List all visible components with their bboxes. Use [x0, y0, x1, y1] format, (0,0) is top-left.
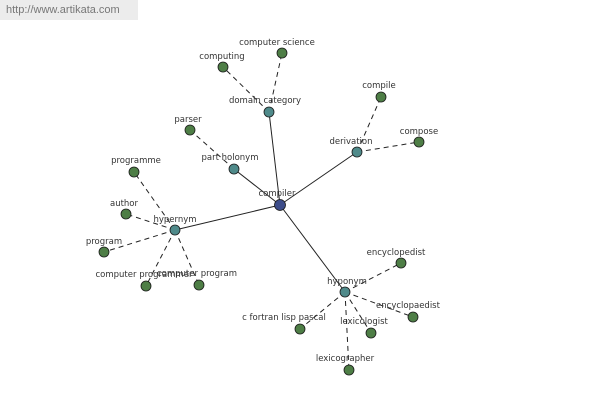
graph-nodes — [98, 47, 425, 376]
relation-node-domain-category[interactable] — [263, 106, 275, 118]
edge-hyponym-encyclopedist — [344, 262, 402, 293]
edge-root-part-holonym — [233, 168, 281, 206]
leaf-node-encyclopaedist[interactable] — [407, 311, 419, 323]
node-label-encyclopaedist[interactable]: encyclopaedist — [376, 301, 441, 311]
site-url-banner[interactable]: http://www.artikata.com — [0, 0, 138, 20]
relation-node-derivation[interactable] — [351, 146, 363, 158]
node-label-author[interactable]: author — [110, 199, 139, 209]
relation-node-hyponym[interactable] — [339, 286, 351, 298]
leaf-node-computer-program[interactable] — [193, 279, 205, 291]
leaf-node-programme[interactable] — [128, 166, 140, 178]
node-label-compose[interactable]: compose — [400, 127, 438, 137]
edge-domain-category-computer-science — [268, 52, 283, 113]
leaf-node-computer-science[interactable] — [276, 47, 288, 59]
relation-node-hypernym[interactable] — [169, 224, 181, 236]
graph-labels: compiler domain category computing computer… — [86, 38, 441, 364]
leaf-node-c-fortran-lisp-pascal[interactable] — [294, 323, 306, 335]
leaf-node-parser[interactable] — [184, 124, 196, 136]
leaf-node-author[interactable] — [120, 208, 132, 220]
edge-part-holonym-parser — [189, 129, 235, 170]
node-label-compile[interactable]: compile — [362, 81, 396, 91]
node-label-domain-category[interactable]: domain category — [229, 96, 301, 106]
edge-hyponym-encyclopaedist — [344, 291, 414, 318]
node-label-computer-programmer[interactable]: computer programmer — [96, 270, 193, 280]
edge-root-domain-category — [268, 111, 281, 206]
node-label-derivation[interactable]: derivation — [329, 137, 372, 147]
node-label-hyponym[interactable]: hyponym — [327, 277, 367, 287]
node-label-compiler[interactable]: compiler — [259, 189, 297, 199]
node-label-parser[interactable]: parser — [174, 115, 202, 125]
edge-hypernym-computer-programmer — [145, 229, 176, 287]
edge-root-hyponym — [279, 204, 346, 293]
edge-hyponym-lexicographer — [344, 291, 350, 371]
edge-domain-category-computing — [222, 66, 270, 113]
edge-hypernym-program — [103, 229, 176, 253]
leaf-node-compile[interactable] — [375, 91, 387, 103]
node-label-program[interactable]: program — [86, 237, 122, 247]
leaf-node-compose[interactable] — [413, 136, 425, 148]
node-label-encyclopedist[interactable]: encyclopedist — [367, 248, 426, 258]
leaf-node-lexicologist[interactable] — [365, 327, 377, 339]
graph-edges — [103, 52, 420, 371]
node-label-lexicographer[interactable]: lexicographer — [316, 354, 375, 364]
node-label-c-fortran-lisp-pascal[interactable]: c fortran lisp pascal — [242, 313, 326, 323]
edge-hyponym-c-fortran-lisp-pascal — [299, 291, 346, 330]
node-label-computer-program[interactable]: computer program — [157, 269, 237, 279]
relation-node-part-holonym[interactable] — [228, 163, 240, 175]
node-label-part-holonym[interactable]: part holonym — [202, 153, 259, 163]
leaf-node-encyclopedist[interactable] — [395, 257, 407, 269]
edge-root-derivation — [279, 151, 358, 206]
edge-hypernym-computer-program — [174, 229, 200, 286]
leaf-node-computer-programmer[interactable] — [140, 280, 152, 292]
node-label-computer-science[interactable]: computer science — [239, 38, 315, 48]
leaf-node-lexicographer[interactable] — [343, 364, 355, 376]
leaf-node-computing[interactable] — [217, 61, 229, 73]
root-node-compiler[interactable] — [274, 199, 286, 211]
edge-hyponym-lexicologist — [344, 291, 372, 334]
edge-root-hypernym — [174, 204, 281, 231]
node-label-programme[interactable]: programme — [111, 156, 161, 166]
node-label-hypernym[interactable]: hypernym — [153, 215, 196, 225]
node-label-lexicologist[interactable]: lexicologist — [340, 317, 388, 327]
node-label-computing[interactable]: computing — [199, 52, 244, 62]
leaf-node-program[interactable] — [98, 246, 110, 258]
edge-derivation-compile — [356, 96, 382, 153]
edge-hypernym-programme — [133, 171, 176, 231]
edge-derivation-compose — [356, 141, 420, 153]
